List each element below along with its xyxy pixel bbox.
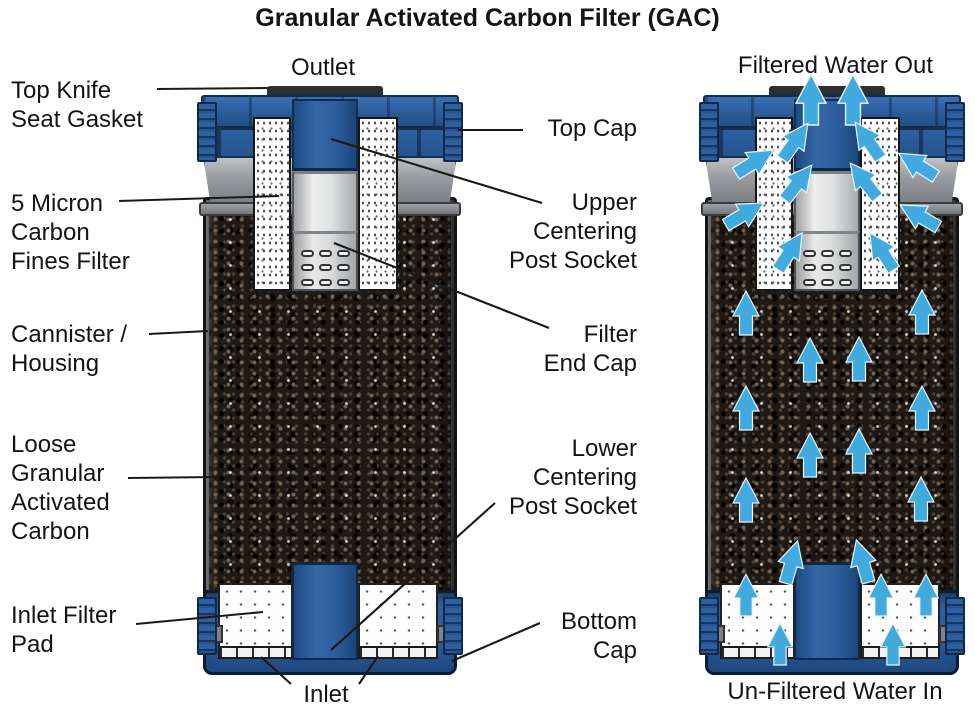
top-cap-thread [197, 102, 217, 162]
inlet-filter-pad [720, 583, 795, 648]
inlet-filter-pad [358, 583, 438, 648]
top-cap-thread [443, 102, 463, 162]
top-cap-thread [945, 102, 965, 162]
filter-core [794, 171, 860, 233]
label-inlet: Inlet [303, 681, 349, 708]
upper-centering-post-socket [292, 99, 358, 173]
slot [838, 278, 852, 286]
label-five-micron-carbon-fines-filter: 5 Micron Carbon Fines Filter [11, 190, 130, 275]
slot [802, 250, 816, 258]
slot [820, 250, 834, 258]
label-filtered-water-out: Filtered Water Out [737, 52, 934, 79]
carbon-fines-filter-left [253, 117, 291, 291]
label-top-knife-seat-gasket: Top Knife Seat Gasket [11, 77, 144, 133]
carbon-fines-filter-right [860, 117, 900, 291]
slot [318, 250, 332, 258]
upper-centering-post-socket [794, 99, 860, 173]
bottom-cap-thread [699, 597, 719, 655]
filter-cutaway-flow [699, 72, 965, 677]
filter-core [292, 171, 358, 233]
label-cannister-housing: Cannister / Housing [11, 321, 128, 377]
filter-cutaway-labeled [197, 85, 463, 677]
pad-support-grid [860, 646, 940, 659]
label-bottom-cap: Bottom Cap [560, 608, 637, 664]
slot [300, 264, 314, 272]
filter-end-cap [292, 231, 358, 291]
slot [802, 264, 816, 272]
page-title: Granular Activated Carbon Filter (GAC) [255, 4, 720, 32]
slot [300, 278, 314, 286]
pad-support-grid [720, 646, 795, 659]
slot [300, 250, 314, 258]
filter-cartridge-cutaway [197, 85, 463, 677]
slot [318, 278, 332, 286]
lower-centering-post-socket [292, 562, 358, 660]
carbon-fines-filter-left [755, 117, 793, 291]
end-cap-slots [300, 248, 350, 288]
label-outlet: Outlet [290, 54, 356, 81]
slot [820, 278, 834, 286]
pad-support-grid [218, 646, 293, 659]
inlet-filter-pad [218, 583, 293, 648]
slot [820, 264, 834, 272]
lower-centering-post-socket [794, 562, 860, 660]
label-inlet-filter-pad: Inlet Filter Pad [11, 602, 117, 658]
inlet-filter-pad [860, 583, 940, 648]
bottom-cap-thread [197, 597, 217, 655]
label-loose-granular-activated-carbon: Loose Granular Activated Carbon [11, 431, 110, 545]
top-cap-thread [699, 102, 719, 162]
slot [336, 278, 350, 286]
label-filter-end-cap: Filter End Cap [543, 321, 637, 377]
carbon-fines-filter-right [358, 117, 398, 291]
slot [838, 250, 852, 258]
slot [336, 264, 350, 272]
slot [802, 278, 816, 286]
end-cap-slots [802, 248, 852, 288]
filter-end-cap [794, 231, 860, 291]
bottom-cap-thread [945, 597, 965, 655]
label-top-cap: Top Cap [547, 115, 637, 142]
pad-support-grid [358, 646, 438, 659]
slot [318, 264, 332, 272]
label-upper-centering-post-socket: Upper Centering Post Socket [508, 189, 637, 274]
slot [336, 250, 350, 258]
bottom-cap-thread [443, 597, 463, 655]
filter-cartridge-cutaway [699, 85, 965, 677]
label-unfiltered-water-in: Un-Filtered Water In [727, 678, 943, 705]
label-lower-centering-post-socket: Lower Centering Post Socket [508, 435, 637, 520]
slot [838, 264, 852, 272]
